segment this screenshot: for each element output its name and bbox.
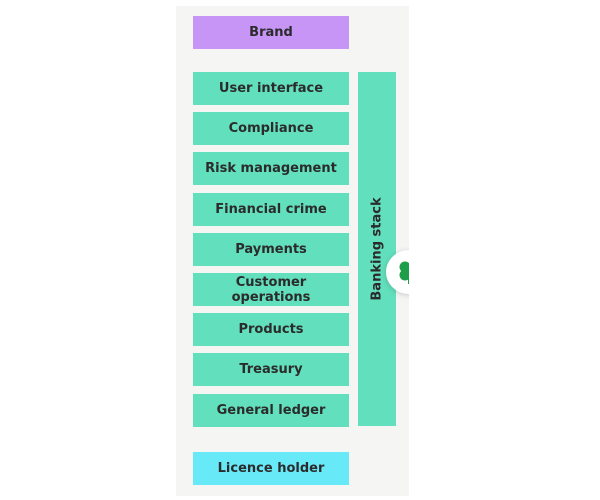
layer-products: Products (193, 313, 349, 346)
layer-treasury: Treasury (193, 353, 349, 386)
layer-payments: Payments (193, 233, 349, 266)
layer-user-interface: User interface (193, 72, 349, 105)
layer-customer-operations: Customer operations (193, 273, 349, 306)
layer-financial-crime: Financial crime (193, 193, 349, 226)
brand-box: Brand (193, 16, 349, 49)
layer-general-ledger: General ledger (193, 394, 349, 427)
banking-stack-label: Banking stack (369, 197, 385, 301)
layer-compliance: Compliance (193, 112, 349, 145)
layer-risk-management: Risk management (193, 152, 349, 185)
banking-stack-bar: Banking stack (358, 72, 396, 426)
licence-holder-box: Licence holder (193, 452, 349, 485)
page-edge-mask (409, 240, 449, 304)
